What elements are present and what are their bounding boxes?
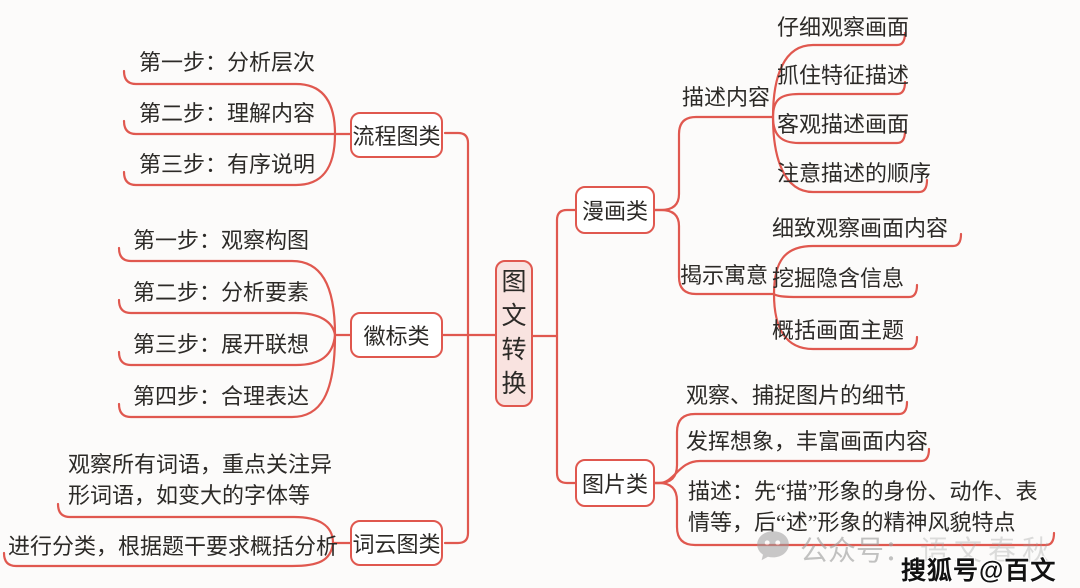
node-flowchart-step3: 第三步：有序说明 [139,152,316,177]
wechat-watermark: 公众号： 语文春秋 [754,527,1056,575]
node-logo-step1: 第一步：观察构图 [133,228,310,253]
central-topic-label: 图文转换 [501,268,527,398]
node-logo-step3: 第三步：展开联想 [133,332,310,357]
node-logo-step2: 第二步：分析要素 [133,280,310,305]
node-reveal-2: 挖掘隐含信息 [772,266,905,291]
wechat-watermark-name: 语文春秋 [920,535,1057,566]
node-reveal-1: 细致观察画面内容 [772,216,949,241]
node-logo-step4: 第四步：合理表达 [133,384,310,409]
node-central-topic: 图文转换 [495,260,533,407]
node-describe-2: 抓住特征描述 [777,63,910,88]
node-describe-4: 注意描述的顺序 [777,161,932,186]
branch-wordcloud-connectors [2,502,352,568]
node-picture-1: 观察、捕捉图片的细节 [686,383,907,408]
node-describe-1: 仔细观察画面 [777,15,910,40]
node-logo-category: 徽标类 [350,312,443,358]
sohu-watermark: 搜狐号@百文河 [901,557,1057,585]
node-comic-category: 漫画类 [575,186,655,234]
describe-content-child-connectors [771,31,929,194]
left-collector-line [441,131,497,545]
node-wordcloud-category: 词云图类 [350,520,443,566]
wechat-icon [754,527,792,575]
node-picture-2: 发挥想象，丰富画面内容 [686,429,929,454]
right-collector-line [531,208,577,485]
branch-comic-connectors [653,115,776,296]
node-reveal-meaning: 揭示寓意 [680,263,769,288]
reveal-meaning-child-connectors [772,232,963,351]
node-wordcloud-classify: 进行分类，根据题干要求概括分析 [8,534,339,559]
node-flowchart-step2: 第二步：理解内容 [139,101,316,126]
node-reveal-3: 概括画面主题 [772,318,905,343]
branch-logo-connectors [117,246,352,419]
node-wordcloud-observe: 观察所有词语，重点关注异 形词语，如变大的字体等 [68,452,333,508]
node-flowchart-category: 流程图类 [350,112,443,158]
wechat-watermark-prefix: 公众号： [800,535,913,566]
node-describe-3: 客观描述画面 [777,112,910,137]
branch-picture-connectors [653,400,1056,547]
branch-flowchart-connectors [122,69,352,187]
node-describe-content: 描述内容 [682,85,771,110]
node-picture-3: 描述：先“描”形象的身份、动作、表 情等，后“述”形象的精神风貌特点 [688,479,1038,535]
node-picture-category: 图片类 [575,459,655,507]
node-flowchart-step1: 第一步：分析层次 [139,50,316,75]
